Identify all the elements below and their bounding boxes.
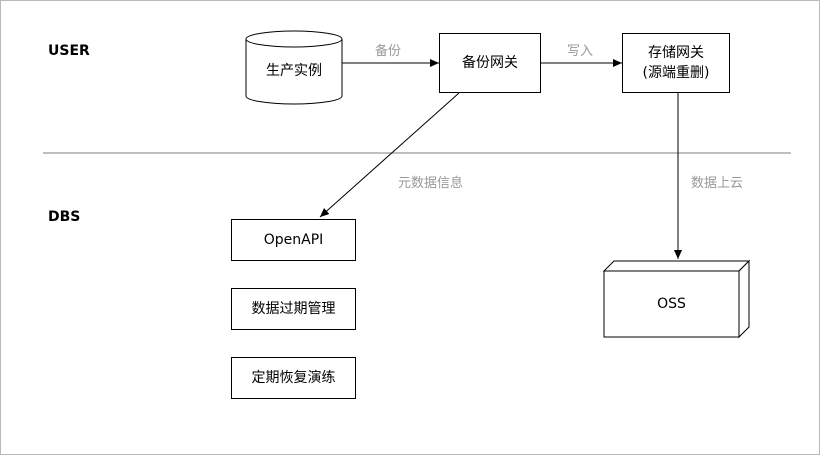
- oss-cube: [602, 259, 751, 339]
- oss-label: OSS: [657, 296, 686, 312]
- edge-to-cloud-label: 数据上云: [691, 176, 744, 191]
- lane-dbs-label: DBS: [48, 209, 81, 225]
- backup-gateway-node: 备份网关: [439, 33, 541, 93]
- lane-user-label: USER: [48, 43, 90, 59]
- edge-metadata-arrow: [319, 92, 460, 218]
- edge-write-label: 写入: [567, 44, 594, 59]
- production-instance-cylinder: [245, 30, 343, 105]
- production-instance-label: 生产实例: [266, 63, 322, 79]
- edge-metadata-label: 元数据信息: [398, 176, 464, 191]
- edge-backup-label: 备份: [375, 44, 402, 59]
- storage-gateway-node: 存储网关 (源端重删): [622, 33, 730, 93]
- restore-drill-node: 定期恢复演练: [231, 357, 356, 399]
- data-expiry-node: 数据过期管理: [231, 288, 356, 330]
- openapi-node: OpenAPI: [231, 219, 356, 261]
